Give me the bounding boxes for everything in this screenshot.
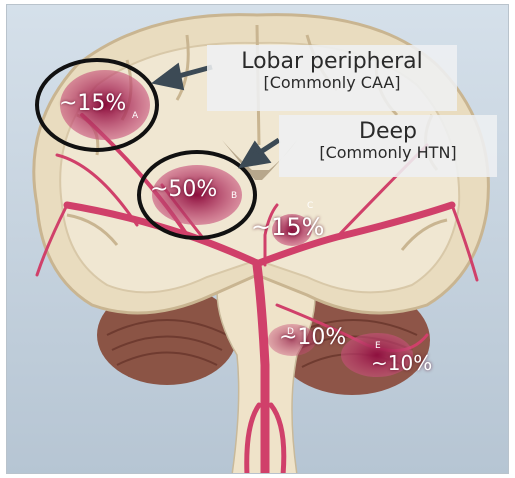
deep-callout: Deep [Commonly HTN]	[279, 115, 497, 177]
deep-percent: ~50%	[150, 177, 217, 202]
deep-callout-subtitle: [Commonly HTN]	[279, 144, 497, 162]
lobar-percent: ~15%	[59, 91, 126, 116]
lobar-callout-title: Lobar peripheral	[207, 49, 457, 74]
deep-callout-title: Deep	[279, 119, 497, 144]
cerebellar-tag: E	[375, 341, 381, 351]
lobar-callout-subtitle: [Commonly CAA]	[207, 74, 457, 92]
cerebellar-percent: ~10%	[371, 351, 432, 375]
lobar-callout: Lobar peripheral [Commonly CAA]	[207, 45, 457, 111]
lobar-tag: A	[132, 111, 138, 121]
brainstem-tag: D	[287, 327, 294, 337]
thalamic-percent: ~15%	[251, 213, 324, 241]
deep-tag: B	[231, 191, 237, 201]
thalamic-tag: C	[307, 201, 313, 211]
brain-hemorrhage-diagram: Lobar peripheral [Commonly CAA] Deep [Co…	[6, 4, 509, 474]
